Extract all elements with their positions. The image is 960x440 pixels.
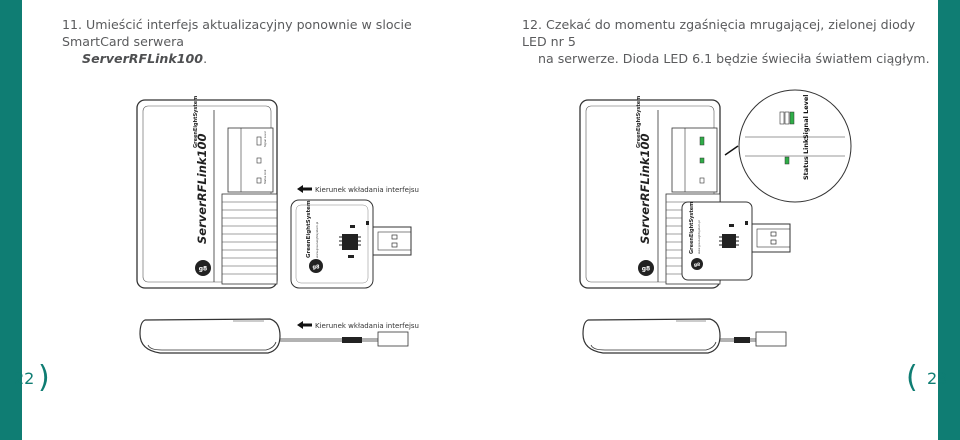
- page-number-left: 22: [14, 369, 35, 388]
- right-device-brand: GreenEightSystem: [636, 96, 642, 148]
- zoom-label-signal-level: Signal Level: [802, 95, 810, 140]
- left-card-brand: GreenEightSystem: [306, 200, 312, 258]
- left-led-label-status: Status Link: [263, 169, 267, 184]
- step-12: 12. Czekać do momentu zgaśnięcia mrugają…: [522, 16, 932, 67]
- step-11-device: ServerRFLink100: [82, 51, 204, 66]
- step-11-number: 11.: [62, 17, 83, 32]
- right-device-label: ServerRFLink100: [638, 133, 652, 244]
- step-11-text: Umieścić interfejs aktualizacyjny ponown…: [62, 17, 412, 49]
- right-inserted-card: [681, 201, 791, 281]
- right-edge-bar: [938, 0, 960, 440]
- left-device-logo: [195, 260, 211, 276]
- right-device-logo-text: g8: [642, 266, 650, 273]
- right-device-logo: [638, 260, 654, 276]
- right-card-logo-text: g8: [694, 262, 700, 268]
- left-led-label-signal: Signal Level: [263, 131, 267, 147]
- step-11: 11. Umieścić interfejs aktualizacyjny po…: [62, 16, 482, 67]
- step-12-number: 12.: [522, 17, 543, 32]
- page-number-right: 23: [927, 369, 948, 388]
- left-update-card: [290, 199, 412, 289]
- step-12-text-line2: na serwerze. Dioda LED 6.1 będzie świeci…: [538, 51, 930, 66]
- left-server-device: [136, 99, 278, 289]
- right-side-view: [582, 318, 787, 354]
- left-side-view: [139, 318, 409, 354]
- left-device-logo-text: g8: [199, 266, 207, 273]
- left-arrow: [297, 185, 312, 193]
- left-arrow-label: Kierunek wkładania interfejsu: [315, 186, 419, 194]
- step-11-period: .: [203, 51, 208, 66]
- page-bracket-right: (: [906, 360, 918, 395]
- left-edge-bar: [0, 0, 22, 440]
- right-card-brand: GreenEightSystem: [689, 202, 695, 254]
- left-device-brand: GreenEightSystem: [193, 96, 199, 148]
- page-bracket-left: ): [38, 360, 50, 395]
- left-device-label: ServerRFLink100: [195, 133, 209, 244]
- left-card-logo-text: g8: [312, 265, 320, 271]
- left-card-url: www.greeneightsystem.pl: [315, 222, 319, 258]
- led-zoom-callout: [738, 89, 852, 203]
- left-side-arrow-label: Kierunek wkładania interfejsu: [315, 322, 419, 330]
- zoom-label-status-link: Status Link: [802, 138, 810, 180]
- step-12-text-line1: Czekać do momentu zgaśnięcia mrugającej,…: [522, 17, 916, 49]
- right-card-url: www.greeneightsystem.pl: [697, 220, 701, 254]
